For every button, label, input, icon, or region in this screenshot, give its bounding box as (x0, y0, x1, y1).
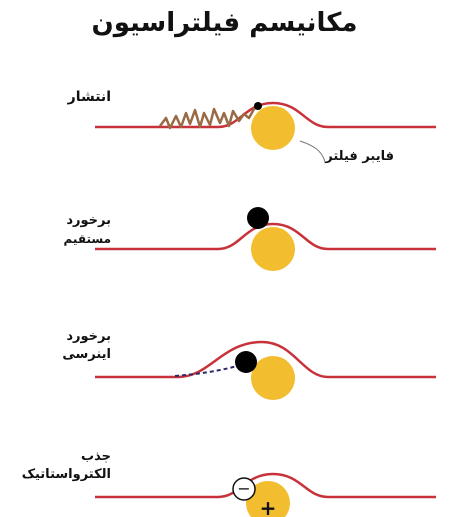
particle (254, 102, 262, 110)
label-electrostatic-line1: جذب (81, 449, 111, 464)
diffusion-path (159, 105, 259, 130)
fiber-charge: + (260, 496, 277, 517)
airflow-line (95, 340, 436, 379)
label-direct-interception: برخورد مستقیم (64, 212, 111, 248)
panel-direct-interception (95, 207, 436, 271)
filter-fiber (246, 481, 290, 517)
annotation-filter-fiber: فایبر فیلتر (325, 149, 394, 164)
filter-fiber (251, 227, 295, 271)
panel-inertial-impaction (95, 340, 436, 400)
panel-electrostatic: − + (95, 472, 436, 517)
label-electrostatic-line2: الکترواستاتیک (21, 467, 111, 482)
label-diffusion: انتشار (68, 88, 111, 106)
filter-fiber (251, 106, 295, 150)
filter-fiber (251, 356, 295, 400)
particle (235, 351, 257, 373)
annotation-arrow (299, 140, 326, 163)
charged-particle (232, 477, 256, 501)
label-diffusion-line1: انتشار (67, 89, 111, 105)
diagram-title: مکانیسم فیلتراسیون (91, 8, 358, 38)
label-inertial-line2: اینرسی (62, 347, 111, 362)
label-direct-line1: برخورد (66, 213, 111, 228)
airflow-line (95, 472, 436, 499)
panel-diffusion (95, 101, 436, 163)
label-direct-line2: مستقیم (63, 232, 111, 246)
particle-charge: − (237, 479, 250, 498)
label-inertial-impaction: برخورد اینرسی (62, 328, 111, 364)
label-inertial-line1: برخورد (66, 329, 111, 344)
airflow-line (95, 222, 436, 251)
inertial-path (174, 364, 241, 377)
particle (247, 207, 269, 229)
label-electrostatic: جذب الکترواستاتیک (22, 448, 111, 484)
